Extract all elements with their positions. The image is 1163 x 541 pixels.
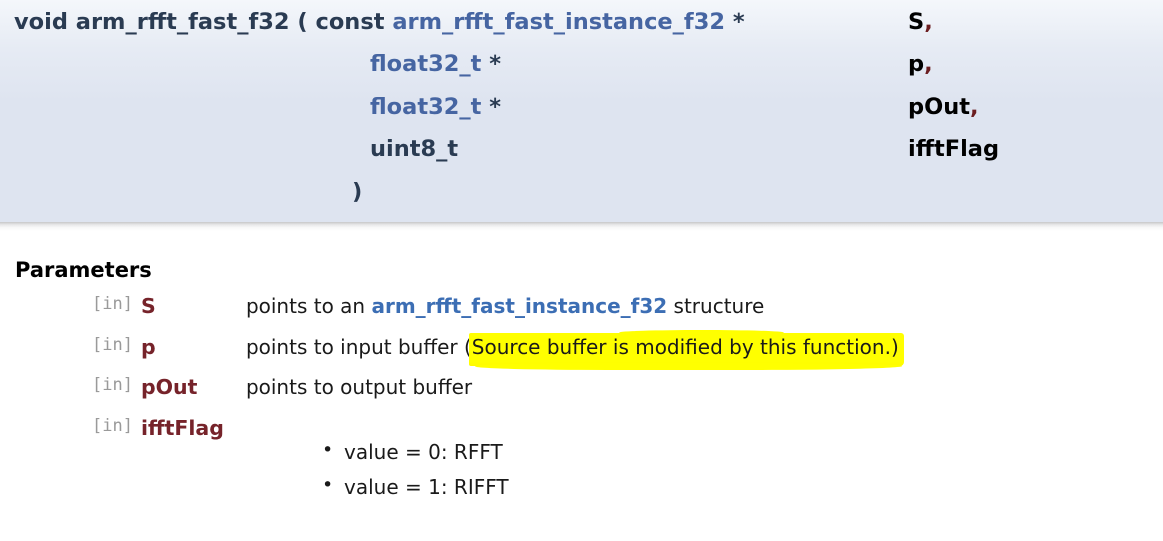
highlight-text: Source buffer is modified by this functi…	[471, 334, 899, 359]
function-name: arm_rfft_fast_f32	[75, 9, 290, 35]
list-item: value = 1: RIFFT	[320, 476, 509, 497]
param-description-p: points to input buffer (Source buffer is…	[245, 329, 904, 378]
const-keyword: const	[315, 9, 393, 35]
signature-param-name-1: S,	[908, 11, 933, 34]
param-direction-s: [in]	[92, 294, 133, 314]
highlight-annotation: Source buffer is modified by this functi…	[468, 329, 904, 370]
param-label-s: S	[140, 294, 156, 318]
signature-param-name-4: ifftFlag	[908, 138, 999, 161]
type-plain-uint8-t: uint8_t	[370, 136, 459, 162]
param-direction-p: [in]	[92, 334, 133, 355]
desc-link-arm-rfft-fast-instance-f32[interactable]: arm_rfft_fast_instance_f32	[371, 294, 668, 318]
return-type: void	[14, 9, 76, 35]
desc-text-before-p: points to input buffer (	[245, 334, 472, 359]
type-link-float32-t-2[interactable]: float32_t	[370, 94, 482, 120]
signature-line-3: float32_t *	[370, 96, 501, 119]
parameters-table: [in] S points to an arm_rfft_fast_instan…	[92, 296, 904, 459]
signature-block-shadow	[0, 222, 1163, 231]
param-description-pout: points to output buffer	[245, 375, 473, 399]
table-row: [in] pOut points to output buffer	[92, 377, 899, 418]
param-comma-3: ,	[970, 94, 979, 120]
param-name-s: S	[908, 9, 925, 35]
highlight-marker-band	[468, 329, 904, 370]
pointer-star-2: *	[481, 51, 501, 77]
type-link-float32-t-1[interactable]: float32_t	[370, 51, 482, 77]
param-direction-pout: [in]	[92, 375, 133, 395]
param-label-pout: pOut	[140, 375, 198, 399]
param-description-s: points to an arm_rfft_fast_instance_f32 …	[246, 296, 899, 337]
param-label-p: p	[140, 334, 156, 359]
signature-param-name-3: pOut,	[908, 96, 979, 119]
pointer-star-1: *	[725, 9, 753, 35]
param-name-pout: pOut	[908, 94, 971, 120]
signature-close-paren: )	[352, 179, 363, 205]
signature-param-name-2: p,	[908, 53, 933, 76]
type-link-arm-rfft-fast-instance-f32[interactable]: arm_rfft_fast_instance_f32	[392, 9, 726, 35]
param-label-ifftflag: ifftFlag	[140, 415, 224, 440]
table-row: [in] p points to input buffer (Source bu…	[92, 329, 904, 378]
param-name-ifftflag: ifftFlag	[908, 136, 1000, 162]
signature-line-1: void arm_rfft_fast_f32 ( const arm_rfft_…	[14, 11, 752, 34]
signature-line-2: float32_t *	[370, 53, 501, 76]
parameters-heading: Parameters	[15, 258, 152, 282]
function-signature-block: void arm_rfft_fast_f32 ( const arm_rfft_…	[0, 0, 1163, 222]
desc-text-after-s: structure	[667, 294, 765, 318]
param-name-p: p	[908, 51, 925, 77]
desc-text-before-s: points to an	[245, 294, 372, 318]
param-direction-ifftflag: [in]	[92, 415, 133, 436]
param-comma-2: ,	[924, 51, 933, 77]
pointer-star-3: *	[481, 94, 501, 120]
param-comma-1: ,	[924, 9, 933, 35]
ifftflag-value-list: value = 0: RFFT value = 1: RIFFT	[320, 441, 509, 512]
table-row: [in] S points to an arm_rfft_fast_instan…	[92, 296, 899, 337]
table-row: [in] ifftFlag	[92, 415, 899, 459]
open-paren: (	[289, 9, 316, 35]
list-item: value = 0: RFFT	[320, 441, 509, 462]
signature-line-4: uint8_t	[370, 138, 458, 161]
